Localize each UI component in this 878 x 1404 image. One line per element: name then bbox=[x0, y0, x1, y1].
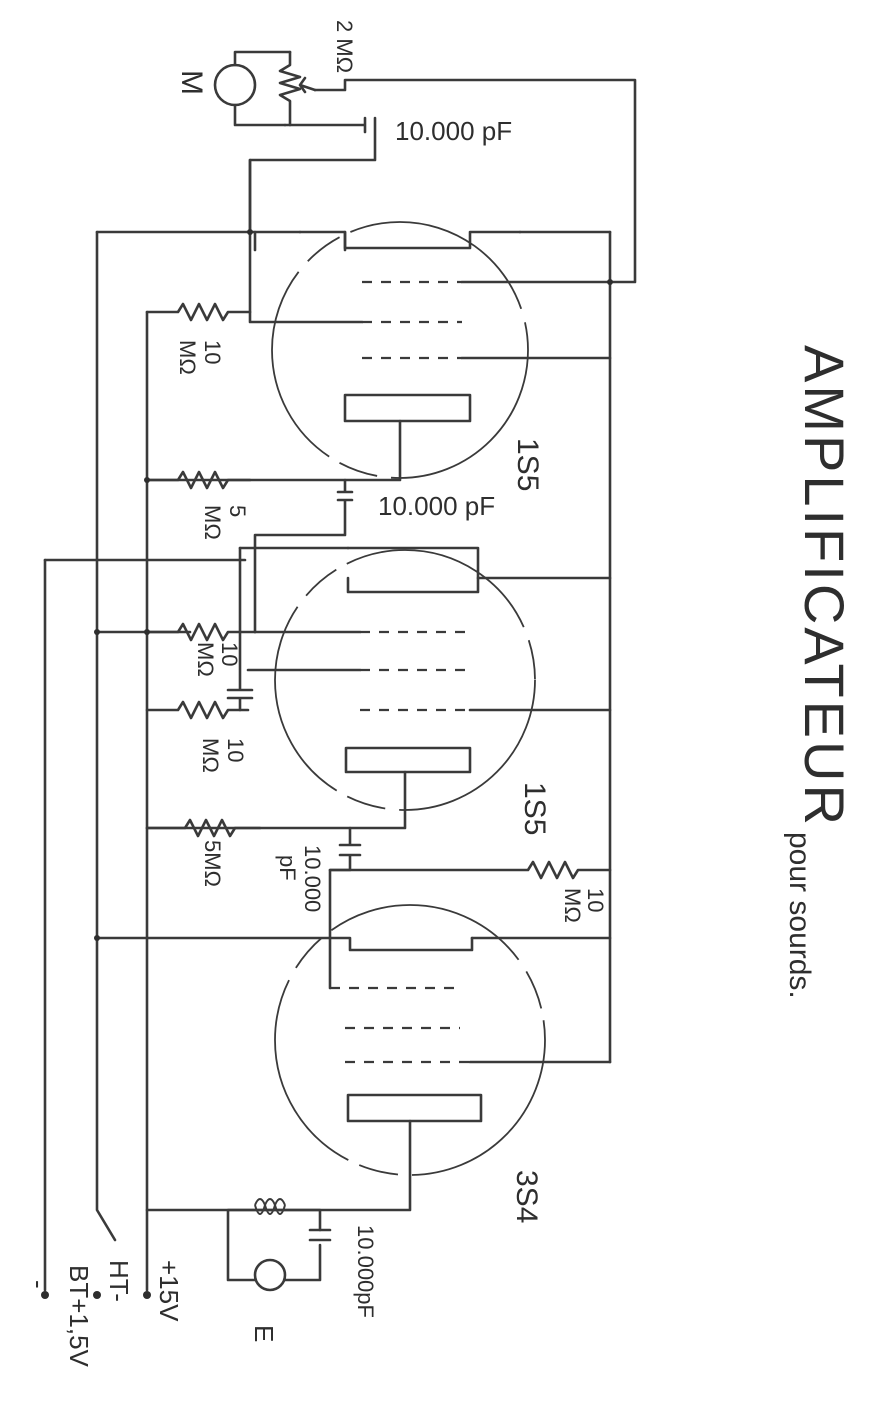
tube-3-label: 3S4 bbox=[510, 1170, 543, 1223]
terminal-ht: HT- bbox=[104, 1260, 134, 1302]
r-couple1-unit: MΩ bbox=[200, 505, 225, 540]
tube-2-label: 1S5 bbox=[518, 782, 551, 835]
subtitle: pour sourds. bbox=[783, 832, 816, 999]
stage2-grid: 10 MΩ 10 MΩ bbox=[145, 546, 362, 773]
r-grid2b-value: 10 bbox=[223, 738, 248, 762]
terminal-plus15: +15V bbox=[154, 1260, 184, 1322]
stage2-coupling: 5MΩ 10.000 pF 10 MΩ bbox=[145, 770, 612, 990]
tube-2: 1S5 bbox=[274, 546, 551, 835]
terminal-minus: - bbox=[24, 1280, 54, 1289]
pot-value: 2 MΩ bbox=[332, 20, 357, 73]
r-plate3-unit: MΩ bbox=[560, 888, 585, 923]
cap-low-value: 10.000 bbox=[300, 845, 325, 912]
tube-3: 3S4 bbox=[274, 904, 546, 1223]
cap-mid-label: 10.000 pF bbox=[378, 491, 495, 521]
r-grid1-value: 10 bbox=[200, 340, 225, 364]
junctions bbox=[94, 229, 613, 941]
r-grid2a-unit: MΩ bbox=[193, 642, 218, 677]
cap-top-label: 10.000 pF bbox=[395, 116, 512, 146]
r-plate3-value: 10 bbox=[583, 888, 608, 912]
cap-out-label: 10.000pF bbox=[353, 1225, 378, 1318]
r-couple2-label: 5MΩ bbox=[200, 840, 225, 887]
microphone-label: M bbox=[175, 70, 208, 95]
cap-low-unit: pF bbox=[275, 855, 300, 881]
terminal-bt: BT+1,5V bbox=[64, 1265, 94, 1368]
supply-rails bbox=[43, 230, 612, 1292]
tube-1-label: 1S5 bbox=[511, 438, 544, 491]
resistor-grid1: 10 MΩ bbox=[145, 302, 252, 375]
output-stage: E 10.000pF bbox=[145, 1119, 412, 1342]
r-grid2a-value: 10 bbox=[217, 642, 242, 666]
r-couple1-value: 5 bbox=[225, 505, 250, 517]
microphone-input: M 2 MΩ 10.000 pF bbox=[175, 20, 637, 324]
stage1-coupling: 5 MΩ 10.000 pF bbox=[145, 419, 495, 634]
title-block: AMPLIFICATEUR pour sourds. bbox=[783, 345, 856, 999]
r-grid1-unit: MΩ bbox=[175, 340, 200, 375]
terminals: +15V HT- BT+1,5V - bbox=[24, 1260, 184, 1368]
tube-1: 1S5 bbox=[271, 221, 544, 491]
title: AMPLIFICATEUR bbox=[793, 345, 856, 828]
r-grid2b-unit: MΩ bbox=[198, 738, 223, 773]
earphone-label: E bbox=[249, 1325, 279, 1342]
